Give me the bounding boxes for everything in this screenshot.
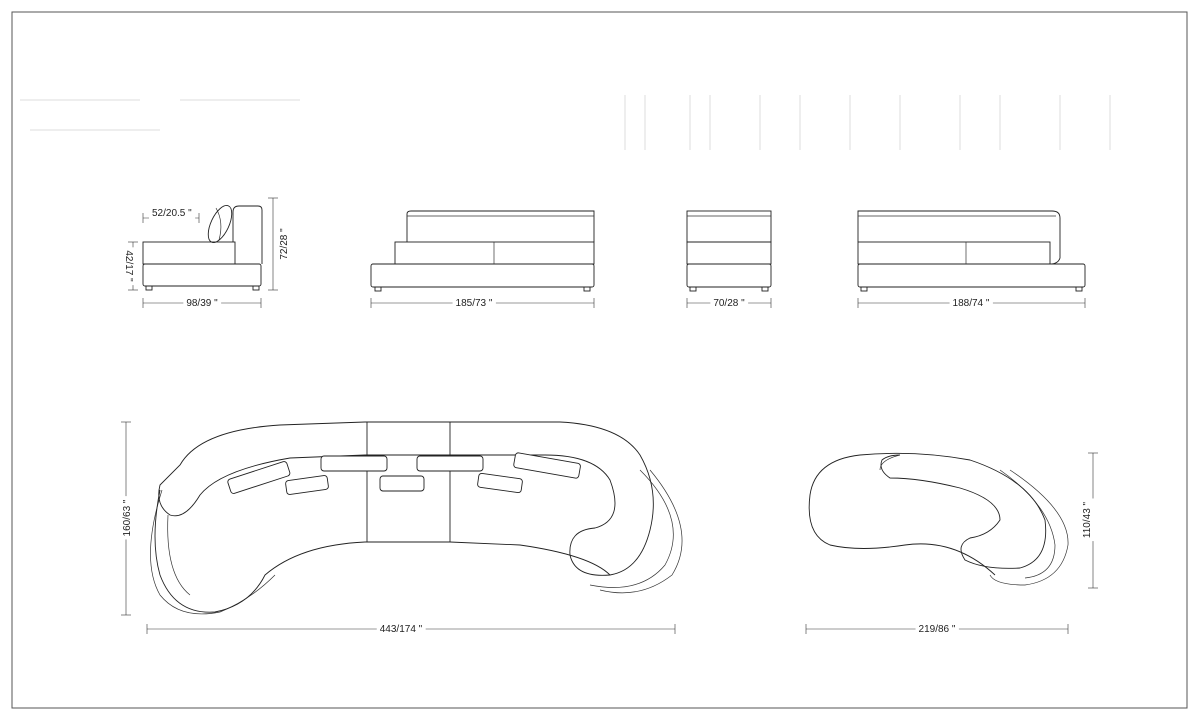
label-backing bbox=[183, 297, 222, 310]
front-right-width-label: 188/74 " bbox=[953, 298, 990, 309]
label-backing bbox=[121, 496, 134, 540]
front-view-right bbox=[857, 210, 1086, 292]
label-backing bbox=[278, 224, 291, 263]
front-left-width-label: 185/73 " bbox=[456, 298, 493, 309]
label-backing bbox=[710, 297, 749, 310]
top-small-depth-label: 110/43 " bbox=[1082, 501, 1093, 538]
drawing-frame bbox=[11, 11, 1188, 709]
side-total-height-label: 72/28 " bbox=[279, 228, 290, 260]
side-seat-height-label: 42/17 " bbox=[123, 250, 134, 282]
background-watermark bbox=[20, 95, 1111, 150]
side-view bbox=[142, 205, 263, 291]
top-view-large bbox=[150, 421, 683, 615]
top-view-small bbox=[808, 452, 1069, 586]
top-large-width-label: 443/174 " bbox=[380, 624, 423, 635]
top-large-depth-label: 160/63 " bbox=[122, 499, 133, 536]
side-backrest-depth-label: 52/20.5 " bbox=[152, 208, 192, 219]
label-backing bbox=[915, 623, 959, 636]
front-view-left bbox=[370, 210, 595, 292]
label-backing bbox=[949, 297, 993, 310]
front-middle-width-label: 70/28 " bbox=[713, 298, 745, 309]
top-small-dimensions bbox=[805, 452, 1098, 634]
label-backing bbox=[149, 207, 196, 220]
side-depth-label: 98/39 " bbox=[186, 298, 218, 309]
top-small-width-label: 219/86 " bbox=[919, 624, 956, 635]
label-backing bbox=[1081, 498, 1094, 542]
label-backing bbox=[452, 297, 496, 310]
label-backing bbox=[376, 623, 426, 636]
label-backing bbox=[122, 247, 135, 286]
front-view-middle bbox=[686, 210, 772, 292]
